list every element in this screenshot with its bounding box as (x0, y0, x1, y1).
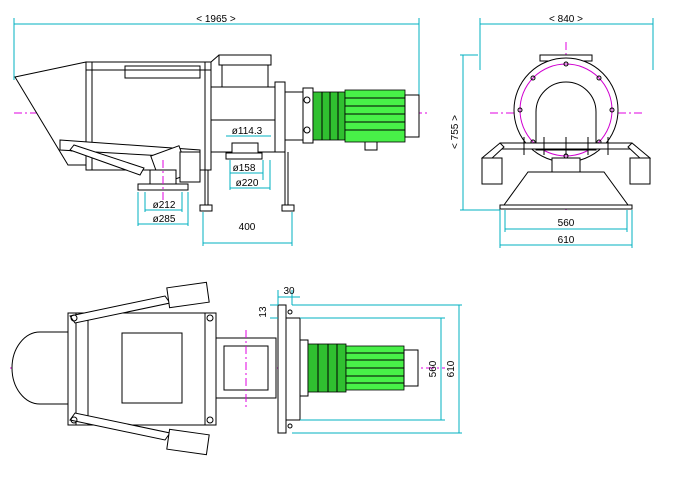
dim-shaft-dia: ø114.3 (232, 126, 263, 137)
dim-support-spacing: 400 (239, 222, 256, 233)
dim-flange-inner: ø158 (233, 163, 256, 174)
dim-base-outer: 610 (558, 235, 575, 246)
plan-view: 30 13 560 610 (10, 281, 462, 456)
dim-plate-width: 30 (283, 286, 295, 297)
dim-plan-outer: 610 (446, 360, 457, 377)
dim-inlet-outer: ø285 (153, 214, 176, 225)
front-view: < 840 > < 755 > (450, 14, 654, 248)
dim-base-inner: 560 (558, 218, 575, 229)
top-outlet (218, 54, 272, 66)
dim-overall-length: < 1965 > (196, 14, 236, 25)
plan-hopper (11, 331, 69, 405)
dim-plan-inner: 560 (428, 360, 439, 377)
dim-overall-width: < 840 > (549, 14, 583, 25)
dim-inlet-inner: ø212 (153, 200, 176, 211)
side-view: < 1965 > (13, 14, 430, 246)
plan-main-body (67, 312, 217, 426)
dim-plate-offset: 13 (258, 306, 269, 318)
dim-flange-outer: ø220 (236, 178, 259, 189)
dim-overall-height: < 755 > (450, 115, 461, 149)
side-motor (344, 89, 406, 143)
